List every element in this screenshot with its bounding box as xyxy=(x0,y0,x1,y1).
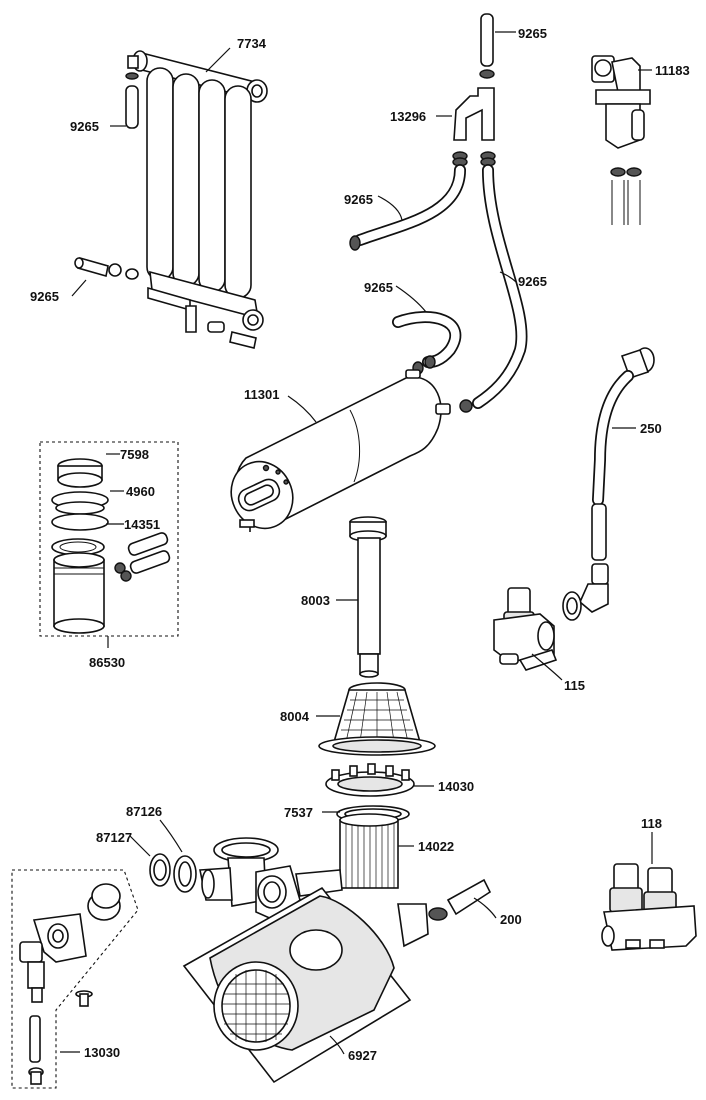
pump-fitting-kit-icon xyxy=(11,869,139,1089)
callout-9265-hose-1: 9265 xyxy=(344,192,373,207)
callout-4960: 4960 xyxy=(126,484,155,499)
water-filter-manifold-icon xyxy=(74,50,268,349)
callout-14351: 14351 xyxy=(124,517,160,532)
callout-8004: 8004 xyxy=(280,709,310,724)
callout-11183: 11183 xyxy=(655,63,690,78)
inlet-hose-icon xyxy=(562,347,655,621)
callout-14022: 14022 xyxy=(418,839,454,854)
callout-9265-top-left: 9265 xyxy=(70,119,99,134)
callout-87126: 87126 xyxy=(126,804,162,819)
solenoid-valve-icon xyxy=(591,55,651,225)
callout-118: 118 xyxy=(641,816,662,831)
callout-11301: 11301 xyxy=(244,387,279,402)
callout-8003: 8003 xyxy=(301,593,330,608)
pump-assembly-icon xyxy=(199,837,492,948)
dual-solenoid-valve-icon xyxy=(601,863,697,951)
callout-250: 250 xyxy=(640,421,662,436)
motor-screen-icon xyxy=(182,886,412,1084)
drain-tube-icon xyxy=(349,164,528,413)
callout-7537: 7537 xyxy=(284,805,313,820)
drain-tube-8003-icon xyxy=(349,516,387,678)
callout-7734: 7734 xyxy=(237,36,267,51)
leader-lines xyxy=(60,31,653,1055)
callout-200: 200 xyxy=(500,912,522,927)
callout-6927: 6927 xyxy=(348,1048,377,1063)
callout-14030: 14030 xyxy=(438,779,474,794)
callout-115: 115 xyxy=(564,678,585,693)
callout-13296: 13296 xyxy=(390,109,426,124)
callout-9265-top: 9265 xyxy=(518,26,547,41)
callout-9265-hose-2: 9265 xyxy=(518,274,547,289)
strainer-basket-icon xyxy=(318,682,436,797)
callout-86530: 86530 xyxy=(89,655,125,670)
callout-9265-hose-3: 9265 xyxy=(364,280,393,295)
filter-kit-icon xyxy=(39,441,179,637)
callout-87127: 87127 xyxy=(96,830,132,845)
gasket-ring-icon xyxy=(149,853,197,893)
solenoid-valve-115-icon xyxy=(493,587,558,671)
callout-7598: 7598 xyxy=(120,447,149,462)
pressure-tank-icon xyxy=(230,369,451,532)
elbow-fitting-icon xyxy=(452,13,496,167)
callout-labels: 7734 9265 9265 9265 13296 11183 9265 926… xyxy=(30,26,690,1063)
callout-9265-mid-left: 9265 xyxy=(30,289,59,304)
callout-13030: 13030 xyxy=(84,1045,120,1060)
filter-cartridge-icon xyxy=(336,805,410,889)
